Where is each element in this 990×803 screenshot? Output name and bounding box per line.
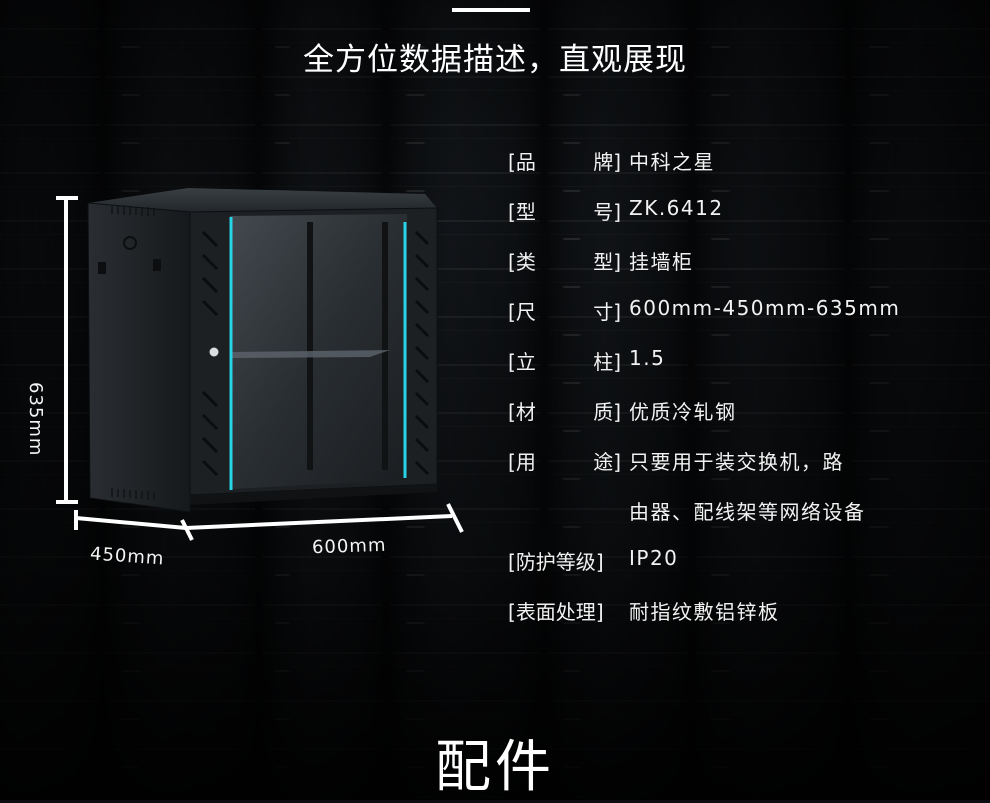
spec-key: [品牌] — [508, 150, 621, 174]
spec-row-type: [类型] 挂墙柜 — [508, 246, 978, 296]
spec-key: [类型] — [508, 250, 621, 274]
spec-key: [防护等级] — [508, 550, 604, 574]
title-accent-bar — [452, 8, 530, 12]
spec-key: [型号] — [508, 200, 621, 224]
spec-key: [立柱] — [508, 350, 621, 374]
spec-value: 优质冷轧钢 — [629, 400, 737, 424]
spec-row-protection: [防护等级] IP20 — [508, 546, 978, 596]
spec-value: ZK.6412 — [629, 196, 724, 220]
spec-value: 由器、配线架等网络设备 — [629, 500, 866, 524]
accessories-title: 配件 — [435, 735, 555, 800]
spec-row-usage: [用途] 只要用于装交换机，路 — [508, 446, 978, 496]
spec-value: 只要用于装交换机，路 — [629, 450, 844, 474]
spec-row-post: [立柱] 1.5 — [508, 346, 978, 396]
width-dimension-label: 600mm — [311, 534, 387, 559]
spec-row-size: [尺寸] 600mm-450mm-635mm — [508, 296, 978, 346]
spec-key: [尺寸] — [508, 300, 621, 324]
spec-list: [品牌] 中科之星 [型号] ZK.6412 [类型] 挂墙柜 [尺寸] 600… — [508, 146, 978, 646]
spec-value: 中科之星 — [629, 150, 715, 174]
spec-value: 600mm-450mm-635mm — [629, 296, 901, 320]
spec-row-brand: [品牌] 中科之星 — [508, 146, 978, 196]
spec-value: 挂墙柜 — [629, 250, 694, 274]
spec-row-surface: [表面处理] 耐指纹敷铝锌板 — [508, 596, 978, 646]
section-title: 全方位数据描述，直观展现 — [303, 42, 687, 78]
spec-row-usage-continued: [] 由器、配线架等网络设备 — [508, 496, 978, 546]
spec-value: IP20 — [629, 546, 679, 570]
height-dimension-label: 635mm — [25, 382, 46, 457]
spec-value: 耐指纹敷铝锌板 — [629, 600, 780, 624]
spec-row-material: [材质] 优质冷轧钢 — [508, 396, 978, 446]
cabinet-illustration: 635mm 450mm 600mm — [0, 0, 500, 600]
spec-value: 1.5 — [629, 346, 666, 370]
spec-key: [材质] — [508, 400, 621, 424]
wall-cabinet-image — [56, 188, 464, 541]
spec-key: [用途] — [508, 450, 621, 474]
spec-row-model: [型号] ZK.6412 — [508, 196, 978, 246]
spec-key: [表面处理] — [508, 600, 604, 624]
